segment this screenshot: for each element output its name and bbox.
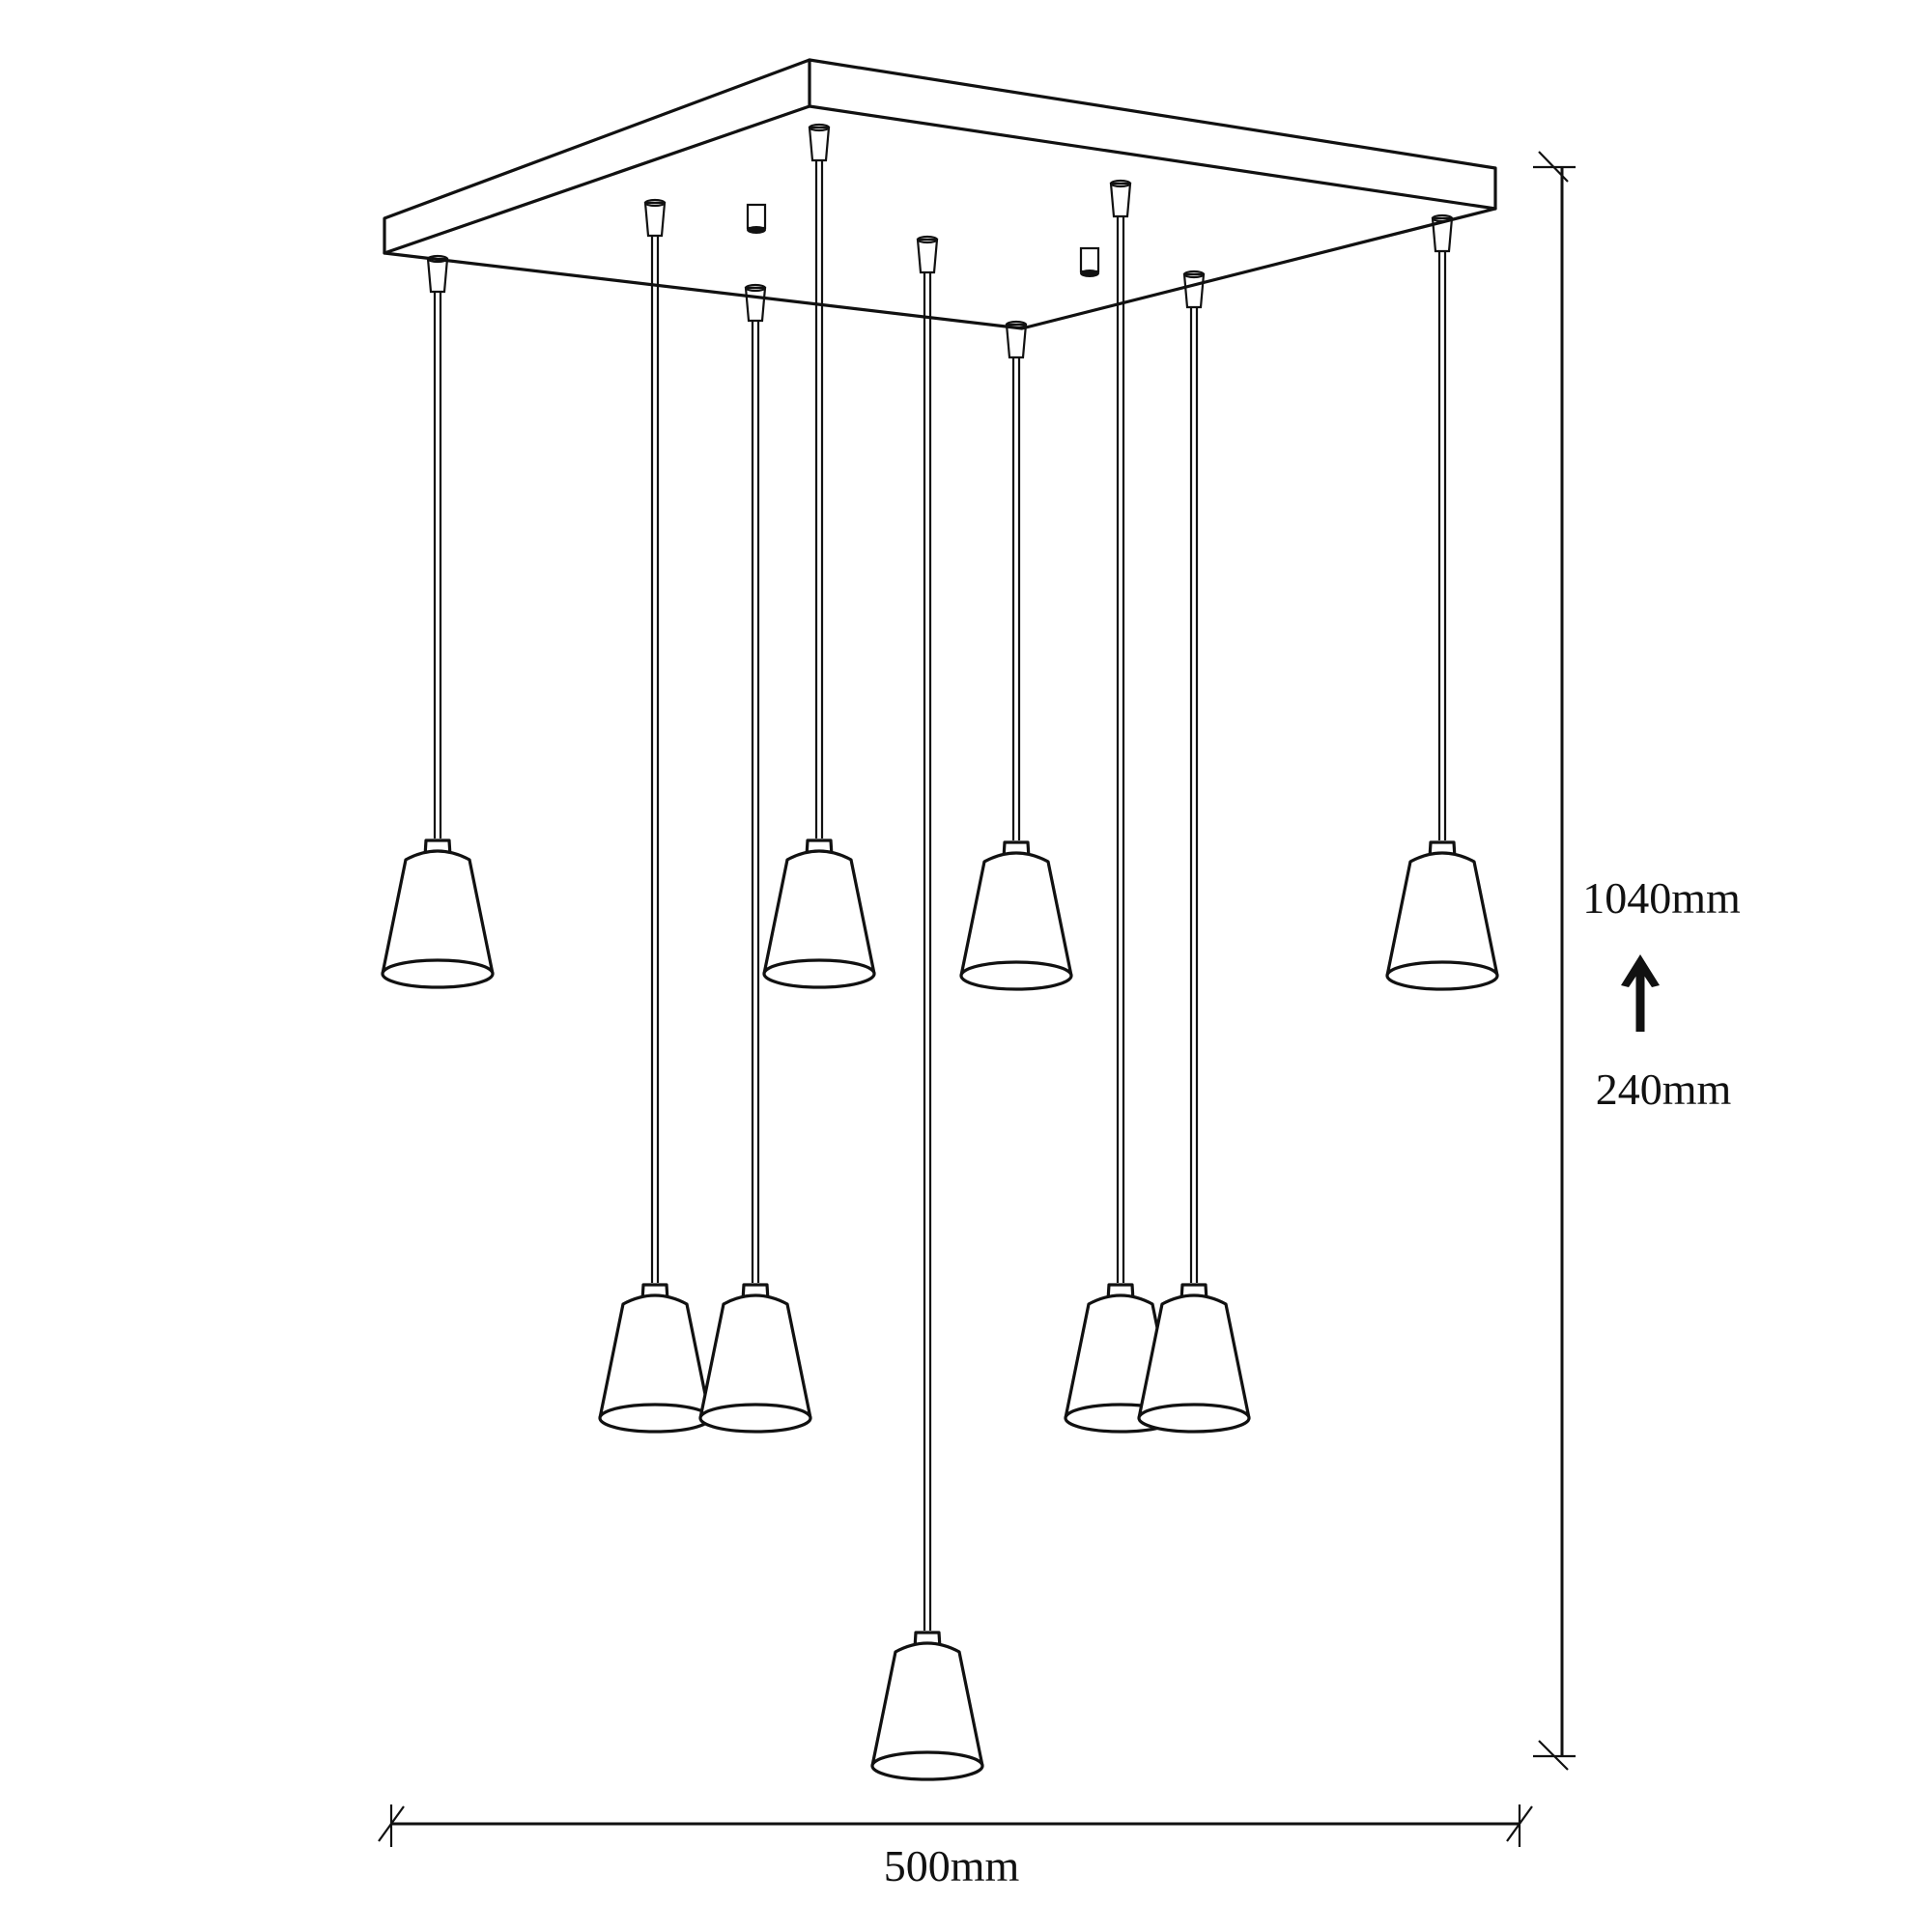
cone-shade (1385, 851, 1499, 978)
width-tick-left (378, 1805, 405, 1842)
pendant-7 (381, 254, 495, 989)
up-arrow-icon (1621, 954, 1660, 1032)
shade-opening (959, 960, 1073, 991)
cord-grip (643, 201, 667, 238)
height-min-label: 240mm (1596, 1065, 1732, 1114)
height-tick-bottom (1538, 1740, 1569, 1771)
cone-shade (959, 851, 1073, 978)
cone-shade (598, 1293, 712, 1420)
cone-shade (381, 849, 495, 976)
cone-shade (762, 849, 876, 976)
pendant-2 (1064, 179, 1178, 1434)
ceiling-canopy (383, 58, 1497, 330)
height-max-label: 1040mm (1582, 873, 1741, 923)
shade-opening (1385, 960, 1499, 991)
canopy-front-edge (383, 104, 811, 255)
shade-opening (870, 1750, 984, 1781)
cord-grip (426, 257, 449, 294)
pendant-9 (1385, 213, 1499, 991)
shade-opening (598, 1403, 712, 1434)
pendant-1 (762, 123, 876, 989)
cord-grip (1431, 216, 1454, 253)
pendant-3 (598, 198, 712, 1434)
cord-grip (916, 238, 939, 274)
shade-opening (762, 958, 876, 989)
cord-grip (744, 286, 767, 323)
height-tick-top (1538, 151, 1569, 183)
width-label: 500mm (884, 1841, 1020, 1890)
canopy-top-edge (808, 58, 1497, 211)
cone-shade (1137, 1293, 1251, 1420)
cone-shade (698, 1293, 812, 1420)
mounting-screw-right (1079, 246, 1100, 277)
pendants (381, 123, 1499, 1781)
shade-opening (1137, 1403, 1251, 1434)
cone-shade (870, 1641, 984, 1768)
shade-opening (698, 1403, 812, 1434)
cord-grip (1182, 272, 1206, 309)
cord-grip (1109, 182, 1132, 218)
width-tick-right (1506, 1805, 1533, 1842)
shade-opening (381, 958, 495, 989)
pendant-8 (698, 283, 812, 1434)
pendant-5 (870, 235, 984, 1781)
pendant-4 (1137, 270, 1251, 1434)
mounting-screw-left (746, 203, 767, 234)
height-dimension: 1040mm 240mm (1533, 151, 1741, 1771)
cord-grip (1005, 323, 1028, 359)
pendant-6 (959, 320, 1073, 991)
cord-grip (808, 126, 831, 162)
width-dimension: 500mm (378, 1804, 1533, 1890)
